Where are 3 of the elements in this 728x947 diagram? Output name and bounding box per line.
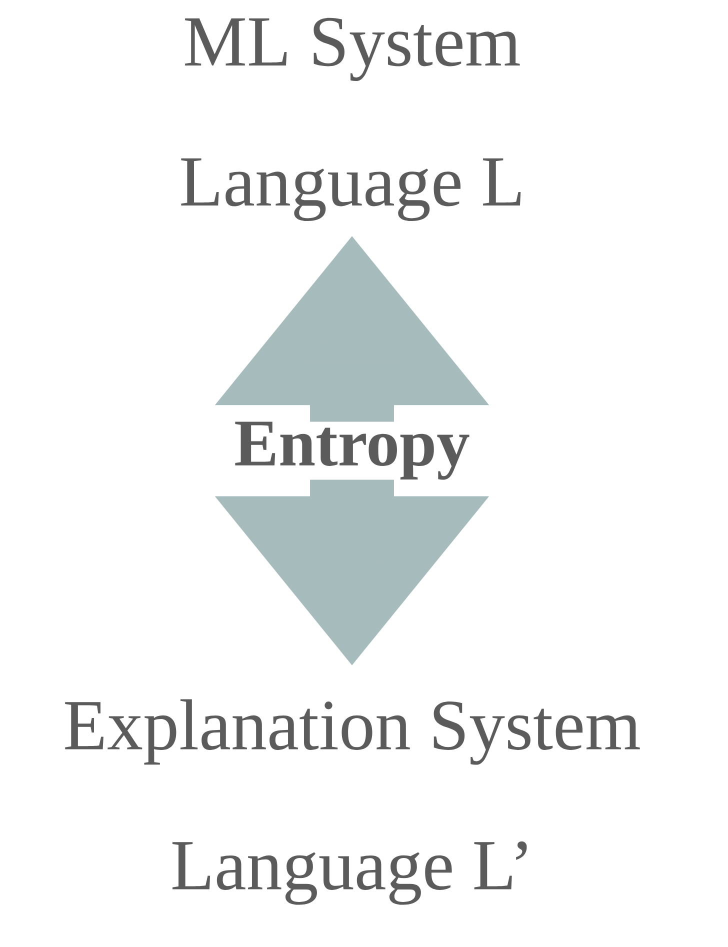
edge-label: Entropy <box>232 422 472 480</box>
system-label: Explanation System Language L’ <box>65 699 640 905</box>
system-label: ML System Language L <box>181 18 521 222</box>
